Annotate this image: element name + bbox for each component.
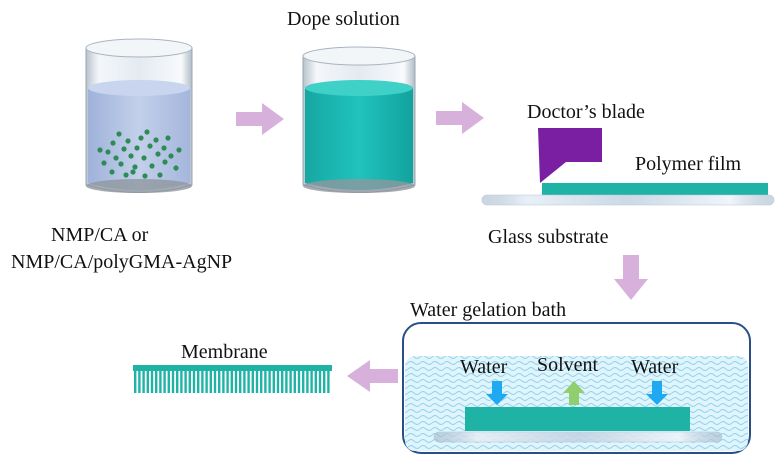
- water-in-arrow-icon: [486, 381, 508, 405]
- membrane-pore: [192, 371, 196, 393]
- membrane-pore: [167, 371, 170, 393]
- water-in-arrow-icon: [646, 381, 668, 405]
- water-right-label: Water: [631, 356, 679, 378]
- membrane-pore: [188, 371, 191, 393]
- membrane-pore: [142, 371, 145, 393]
- membrane-pore: [197, 371, 200, 393]
- membrane-pore: [163, 371, 166, 393]
- membrane-pore: [276, 371, 280, 393]
- membrane-pore: [272, 371, 275, 393]
- membrane-pore: [297, 371, 301, 393]
- beaker-precursor: [85, 38, 193, 193]
- beaker-dope: [302, 46, 416, 193]
- membrane-pore: [218, 371, 221, 393]
- doctors-blade-label: Doctor’s blade: [527, 101, 645, 123]
- membrane-pore: [323, 371, 326, 393]
- membrane-pore: [234, 371, 238, 393]
- left-arrow-icon: [347, 360, 398, 392]
- membrane-pore: [138, 371, 141, 393]
- particles-icon: [97, 129, 182, 179]
- membrane-pore: [293, 371, 296, 393]
- membrane-pore: [239, 371, 242, 393]
- solvent-label: Solvent: [537, 354, 599, 376]
- down-arrow-icon: [614, 255, 648, 300]
- membrane-pore: [302, 371, 305, 393]
- membrane-pore: [230, 371, 233, 393]
- membrane-pore: [318, 371, 322, 393]
- water-gelation-bath-label: Water gelation bath: [410, 299, 566, 321]
- right-arrow-icon: [436, 102, 484, 134]
- membrane-pore: [209, 371, 212, 393]
- membrane-pore: [180, 371, 183, 393]
- membrane-pore: [201, 371, 204, 393]
- membrane-pore: [264, 371, 267, 393]
- membrane-pore: [222, 371, 225, 393]
- membrane-pore: [205, 371, 208, 393]
- dope-solution-label: Dope solution: [287, 8, 400, 30]
- polymer-film: [542, 183, 768, 195]
- membrane-pore: [213, 371, 217, 393]
- membrane-pore: [251, 371, 254, 393]
- membrane-pores: [134, 371, 330, 393]
- film-in-bath: [465, 407, 690, 431]
- membrane-pore: [268, 371, 271, 393]
- membrane-pore: [285, 371, 288, 393]
- glass-plate-in-bath: [433, 431, 723, 443]
- membrane-pore: [171, 371, 175, 393]
- water-left-label: Water: [460, 356, 508, 378]
- membrane-pore: [176, 371, 179, 393]
- right-arrow-icon: [236, 103, 284, 135]
- membrane-pore: [155, 371, 158, 393]
- membrane-pore: [310, 371, 313, 393]
- membrane-pore: [134, 371, 137, 393]
- membrane-pore: [150, 371, 154, 393]
- doctor-blade-icon: [538, 128, 602, 183]
- membrane-pore: [314, 371, 317, 393]
- solvent-out-arrow-icon: [563, 381, 585, 405]
- membrane-pore: [226, 371, 229, 393]
- glass-plate: [481, 194, 775, 206]
- membrane-pore: [260, 371, 263, 393]
- membrane-skin-layer: [133, 365, 332, 371]
- membrane-pore: [255, 371, 259, 393]
- membrane-pore: [184, 371, 187, 393]
- membrane-pore: [247, 371, 250, 393]
- membrane-pore: [327, 371, 330, 393]
- membrane-pore: [306, 371, 309, 393]
- polymer-film-label: Polymer film: [635, 153, 742, 175]
- membrane-pore: [281, 371, 284, 393]
- glass-substrate-label: Glass substrate: [488, 226, 609, 248]
- feed-label-line2: NMP/CA/polyGMA-AgNP: [11, 251, 232, 273]
- membrane-pore: [159, 371, 162, 393]
- membrane-pore: [146, 371, 149, 393]
- membrane-pore: [289, 371, 292, 393]
- membrane-pore: [243, 371, 246, 393]
- membrane-label: Membrane: [181, 341, 268, 363]
- feed-label-line1: NMP/CA or: [51, 224, 149, 246]
